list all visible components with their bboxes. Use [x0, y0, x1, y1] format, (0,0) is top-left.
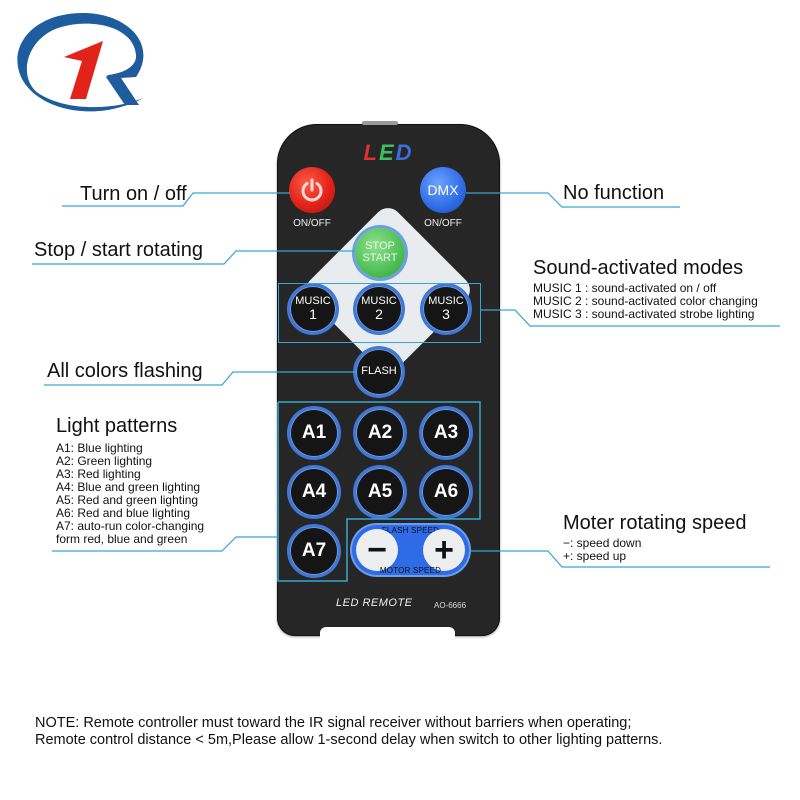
minus-icon: −	[367, 531, 387, 569]
power-icon	[301, 178, 323, 202]
pattern-item: A1: Blue lighting	[56, 441, 143, 455]
power-onoff-label: ON/OFF	[293, 218, 331, 229]
music-label: MUSIC	[295, 294, 331, 307]
pattern-a5-button[interactable]: A5	[356, 468, 404, 516]
brand-letter-l: L	[363, 140, 379, 165]
pattern-item: A7: auto-run color-changing	[56, 519, 205, 533]
music-1-button[interactable]: MUSIC 1	[290, 286, 336, 332]
patterns-title: Light patterns	[56, 415, 178, 437]
pattern-item: form red, blue and green	[56, 532, 188, 546]
pattern-a4-button[interactable]: A4	[290, 468, 338, 516]
usage-note: NOTE: Remote controller must toward the …	[35, 715, 662, 749]
remote-model-number: AO-6666	[434, 601, 467, 610]
motor-speed-label: MOTOR SPEED	[379, 566, 442, 575]
sound-item: MUSIC 2 : sound-activated color changing	[533, 294, 758, 308]
patterns-list: A1: Blue lighting A2: Green lighting A3:…	[56, 442, 204, 546]
annotation-power: Turn on / off	[80, 183, 187, 205]
sound-list: MUSIC 1 : sound-activated on / off MUSIC…	[533, 282, 758, 321]
speed-up-button[interactable]: +	[423, 529, 465, 571]
remote-ir-window	[362, 121, 398, 125]
pattern-item: A2: Green lighting	[56, 454, 153, 468]
pattern-a7-button[interactable]: A7	[290, 527, 338, 575]
pattern-a1-button[interactable]: A1	[290, 409, 338, 457]
dmx-onoff-label: ON/OFF	[424, 218, 462, 229]
speed-item: −: speed down	[563, 536, 642, 550]
pattern-a2-button[interactable]: A2	[356, 409, 404, 457]
remote-footer-label: LED REMOTE	[336, 597, 413, 609]
annotation-flash: All colors flashing	[47, 360, 203, 382]
note-line-2: Remote control distance < 5m,Please allo…	[35, 732, 663, 748]
flash-button[interactable]: FLASH	[356, 349, 402, 395]
power-button[interactable]	[289, 167, 335, 213]
music-label: MUSIC	[428, 294, 464, 307]
note-line-1: NOTE: Remote controller must toward the …	[35, 715, 632, 731]
music-3-button[interactable]: MUSIC 3	[423, 286, 469, 332]
dmx-button[interactable]: DMX	[420, 167, 466, 213]
music-number: 3	[442, 306, 450, 323]
sound-item: MUSIC 3 : sound-activated strobe lightin…	[533, 307, 755, 321]
plus-icon: +	[434, 531, 454, 569]
music-label: MUSIC	[361, 294, 397, 307]
annotation-stop-start: Stop / start rotating	[34, 239, 203, 261]
pattern-item: A4: Blue and green lighting	[56, 480, 201, 494]
annotation-sound: Sound-activated modes MUSIC 1 : sound-ac…	[533, 257, 758, 321]
stop-start-button[interactable]: STOP START	[355, 228, 405, 278]
speed-title: Moter rotating speed	[563, 512, 747, 534]
music-2-button[interactable]: MUSIC 2	[356, 286, 402, 332]
sound-item: MUSIC 1 : sound-activated on / off	[533, 281, 717, 295]
sound-title: Sound-activated modes	[533, 257, 744, 279]
brand-logo	[8, 5, 158, 125]
pattern-item: A5: Red and green lighting	[56, 493, 199, 507]
brand-letter-d: D	[395, 140, 414, 165]
music-number: 2	[375, 306, 383, 323]
logo-icon	[17, 13, 144, 112]
speed-item: +: speed up	[563, 549, 627, 563]
music-group-frame	[278, 283, 481, 343]
annotation-dmx: No function	[563, 182, 665, 204]
pattern-a6-button[interactable]: A6	[422, 468, 470, 516]
speed-list: −: speed down +: speed up	[563, 537, 746, 563]
annotation-patterns: Light patterns A1: Blue lighting A2: Gre…	[56, 415, 204, 546]
pattern-item: A6: Red and blue lighting	[56, 506, 191, 520]
music-number: 1	[309, 306, 317, 323]
speed-down-button[interactable]: −	[356, 529, 398, 571]
remote-bottom-notch	[320, 627, 455, 639]
pattern-item: A3: Red lighting	[56, 467, 141, 481]
stop-label: STOP	[365, 240, 395, 253]
brand-letter-e: E	[378, 140, 396, 165]
pattern-a3-button[interactable]: A3	[422, 409, 470, 457]
remote-brand-led: LED	[277, 140, 500, 166]
annotation-speed: Moter rotating speed −: speed down +: sp…	[563, 512, 746, 563]
start-label: START	[362, 252, 398, 264]
